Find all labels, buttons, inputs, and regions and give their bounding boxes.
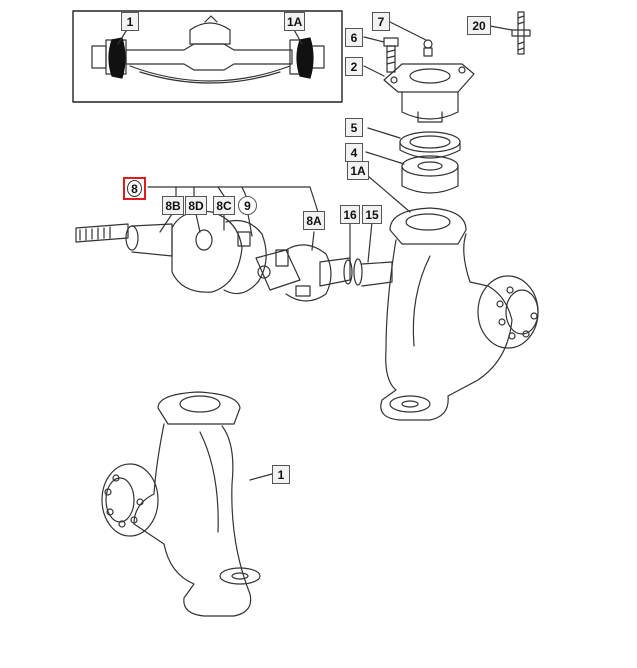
callout-7[interactable]: 7 <box>372 12 390 31</box>
callout-1a-inset[interactable]: 1A <box>284 12 306 31</box>
callout-2[interactable]: 2 <box>345 57 363 76</box>
grease-nipple-7 <box>389 21 433 57</box>
stud-bolt-20 <box>489 11 531 55</box>
callout-15[interactable]: 15 <box>362 205 382 224</box>
drive-shaft-assembly <box>75 210 393 302</box>
callout-20[interactable]: 20 <box>467 16 491 35</box>
bearing-4 <box>365 151 459 194</box>
callout-8d[interactable]: 8D <box>185 196 207 215</box>
callout-4[interactable]: 4 <box>345 143 363 162</box>
swivel-hub-1 <box>101 391 273 617</box>
bolt-6 <box>363 36 399 73</box>
seal-5 <box>367 127 461 159</box>
callout-8-leaders <box>147 186 373 263</box>
callout-1[interactable]: 1 <box>272 465 290 484</box>
callout-8a[interactable]: 8A <box>303 211 325 230</box>
callout-6[interactable]: 6 <box>345 28 363 47</box>
callout-1-inset[interactable]: 1 <box>121 12 139 31</box>
callout-16[interactable]: 16 <box>340 205 360 224</box>
callout-9[interactable]: 9 <box>238 196 257 215</box>
callout-5[interactable]: 5 <box>345 118 363 137</box>
callout-8-label: 8 <box>127 180 142 197</box>
callout-8c[interactable]: 8C <box>213 196 235 215</box>
callout-8b[interactable]: 8B <box>162 196 184 215</box>
callout-8-highlighted[interactable]: 8 <box>123 177 146 200</box>
swivel-hub-1a <box>367 175 539 421</box>
kingpin-cap-2 <box>363 63 475 123</box>
callout-1a[interactable]: 1A <box>347 161 369 180</box>
